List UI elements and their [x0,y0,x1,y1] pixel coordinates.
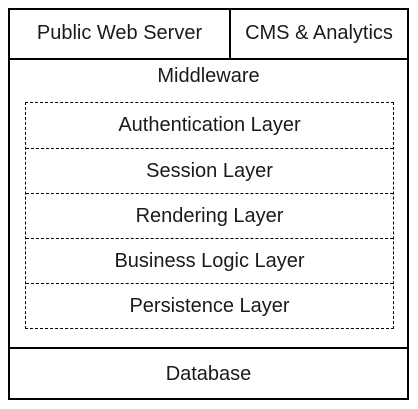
cms-analytics-label: CMS & Analytics [245,22,393,44]
middleware-layer-stack: Authentication Layer Session Layer Rende… [25,102,394,329]
database-label: Database [165,363,252,385]
layer-label: Session Layer [146,160,273,182]
cms-analytics-box: CMS & Analytics [229,8,409,60]
middleware-label: Middleware [157,65,260,87]
layer-business-logic: Business Logic Layer [26,238,393,283]
layer-label: Authentication Layer [118,114,301,136]
public-web-server-box: Public Web Server [8,8,231,60]
middleware-box: Middleware Authentication Layer Session … [8,58,409,349]
layer-rendering: Rendering Layer [26,193,393,238]
public-web-server-label: Public Web Server [36,22,203,44]
database-box: Database [8,347,409,400]
layer-persistence: Persistence Layer [26,283,393,328]
layer-session: Session Layer [26,148,393,193]
layer-label: Rendering Layer [135,205,284,227]
layer-authentication: Authentication Layer [26,103,393,148]
layer-label: Business Logic Layer [114,250,305,272]
layer-label: Persistence Layer [129,295,290,317]
